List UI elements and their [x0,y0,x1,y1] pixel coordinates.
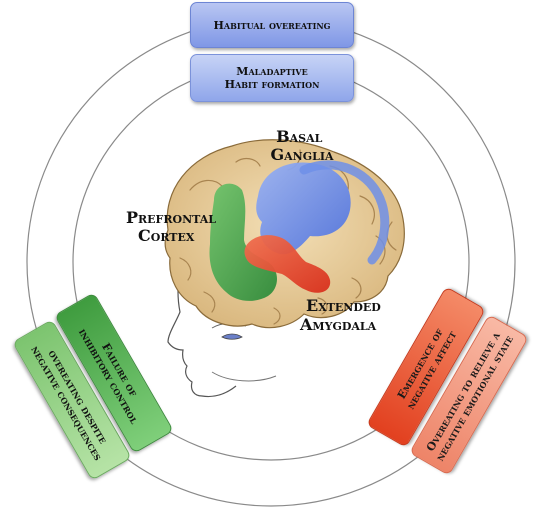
box-line: Habitual overeating [213,18,331,32]
box-line: Habit formation [224,78,320,91]
habitual-overeating-box: Habitual overeating [190,2,354,48]
face-outline [167,247,237,398]
maladaptive-habit-formation-box: Maladaptive Habit formation [190,54,354,102]
neck-line [211,371,277,382]
caudate-tail [299,160,390,265]
eye [221,333,243,340]
basal-ganglia-region [256,162,351,255]
extended-amygdala-label: Extended Amygdala [299,296,386,334]
basal-ganglia-label: Basal Ganglia [270,127,334,164]
prefrontal-cortex-region [209,183,277,301]
extended-amygdala-region [244,235,331,293]
box-line: Maladaptive [236,65,308,78]
prefrontal-cortex-label: Prefrontal Cortex [126,208,222,245]
